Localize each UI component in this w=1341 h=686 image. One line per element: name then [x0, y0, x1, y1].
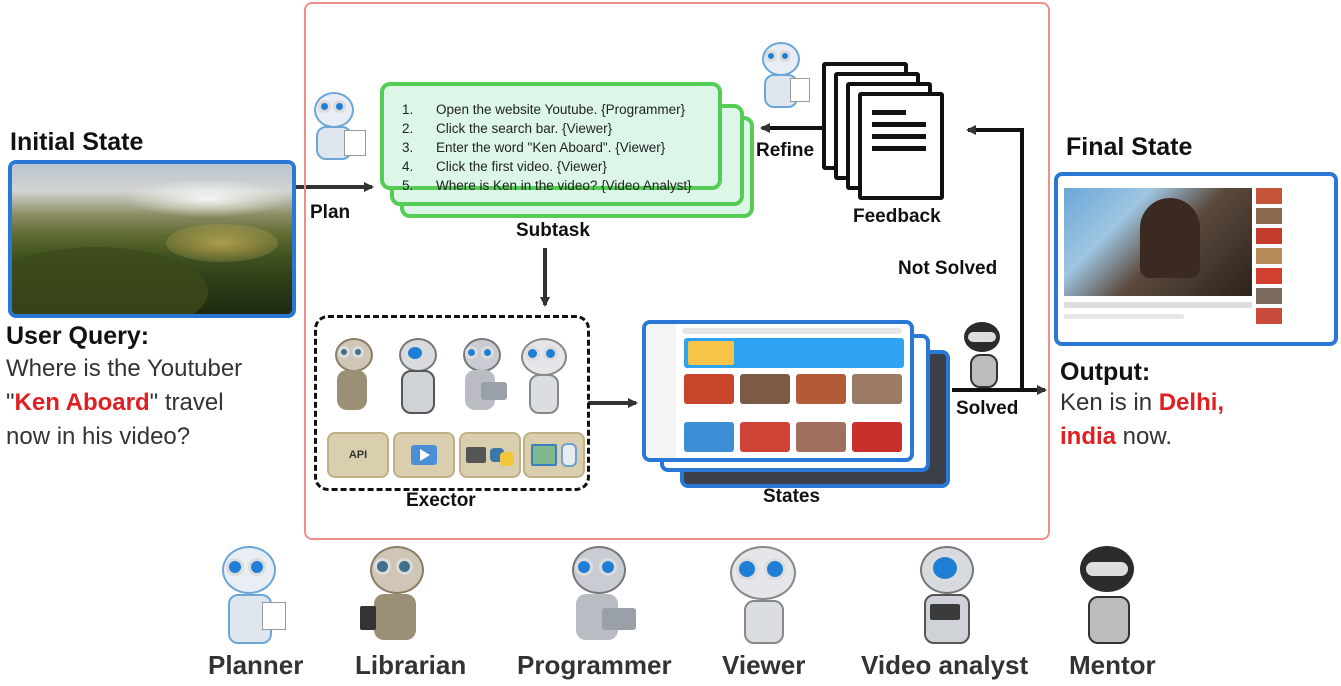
- agent-name-viewer: Viewer: [722, 650, 806, 680]
- subtask-card: 1.Open the website Youtube. {Programmer}…: [380, 82, 722, 193]
- viewer-agent-icon: [724, 546, 800, 646]
- subtask-item: 4.Click the first video. {Viewer}: [402, 159, 607, 174]
- planner-refine-robot-icon: [752, 42, 812, 112]
- feedback-documents-icon: [822, 62, 962, 202]
- planner-agent-icon: [212, 546, 286, 646]
- subtask-item: 5.Where is Ken in the video? {Video Anal…: [402, 178, 692, 193]
- user-query-line1: Where is the Youtuber: [6, 355, 243, 382]
- output-country: india: [1060, 423, 1117, 450]
- image-mouse-tool-icon: [523, 432, 585, 478]
- librarian-agent-icon: [356, 546, 434, 646]
- subtask-label: Subtask: [516, 220, 590, 241]
- planner-robot-icon: [304, 92, 368, 162]
- quote-open: ": [6, 389, 15, 416]
- user-query-line3: now in his video?: [6, 423, 191, 450]
- agent-name-programmer: Programmer: [517, 650, 672, 680]
- viewer-robot-icon: [515, 338, 571, 418]
- output-prefix: Ken is in: [1060, 389, 1159, 416]
- agent-name-mentor: Mentor: [1069, 650, 1156, 680]
- final-state-title: Final State: [1066, 133, 1193, 161]
- agent-name-video-analyst: Video analyst: [861, 650, 1029, 680]
- user-query-text: Where is the Youtuber "Ken Aboard" trave…: [6, 352, 296, 454]
- mentor-robot-icon: [958, 322, 1006, 388]
- state-screenshot-youtube: [642, 320, 914, 462]
- refine-label: Refine: [756, 140, 815, 161]
- final-state-screenshot: [1054, 172, 1338, 346]
- subtask-item: 2.Click the search bar. {Viewer}: [402, 121, 613, 136]
- pipeline-frame: [304, 2, 1050, 540]
- video-analyst-agent-icon: [910, 546, 980, 646]
- video-analyst-robot-icon: [389, 338, 445, 418]
- subtask-item: 3.Enter the word "Ken Aboard". {Viewer}: [402, 140, 666, 155]
- programmer-robot-icon: [453, 338, 509, 418]
- feedback-label: Feedback: [853, 206, 941, 227]
- agent-name-planner: Planner: [208, 650, 304, 680]
- output-heading: Output:: [1060, 358, 1151, 386]
- programmer-agent-icon: [560, 546, 636, 646]
- output-city: Delhi,: [1158, 389, 1225, 416]
- quote-close: " travel: [149, 389, 224, 416]
- initial-state-screenshot: [8, 160, 296, 318]
- solved-label: Solved: [956, 398, 1019, 419]
- user-query-heading: User Query:: [6, 322, 150, 350]
- executor-label: Exector: [406, 490, 476, 511]
- mentor-agent-icon: [1072, 546, 1142, 646]
- user-query-line2: "Ken Aboard" travel: [6, 386, 296, 420]
- terminal-python-tool-icon: [459, 432, 521, 478]
- output-text: Ken is in Delhi, india now.: [1060, 386, 1336, 454]
- plan-label: Plan: [310, 202, 351, 223]
- output-suffix: now.: [1116, 423, 1173, 450]
- librarian-robot-icon: [325, 338, 381, 418]
- initial-state-title: Initial State: [10, 128, 144, 156]
- api-tool-icon: API: [327, 432, 389, 478]
- video-tool-icon: [393, 432, 455, 478]
- subtask-list: 1.Open the website Youtube. {Programmer}…: [402, 102, 718, 197]
- user-query-highlight: Ken Aboard: [14, 389, 150, 416]
- agent-name-librarian: Librarian: [355, 650, 467, 680]
- subtask-item: 1.Open the website Youtube. {Programmer}: [402, 102, 686, 117]
- not-solved-arrow: [966, 125, 1024, 390]
- executor-box: API: [314, 315, 590, 491]
- states-label: States: [763, 486, 821, 507]
- not-solved-label: Not Solved: [898, 258, 998, 279]
